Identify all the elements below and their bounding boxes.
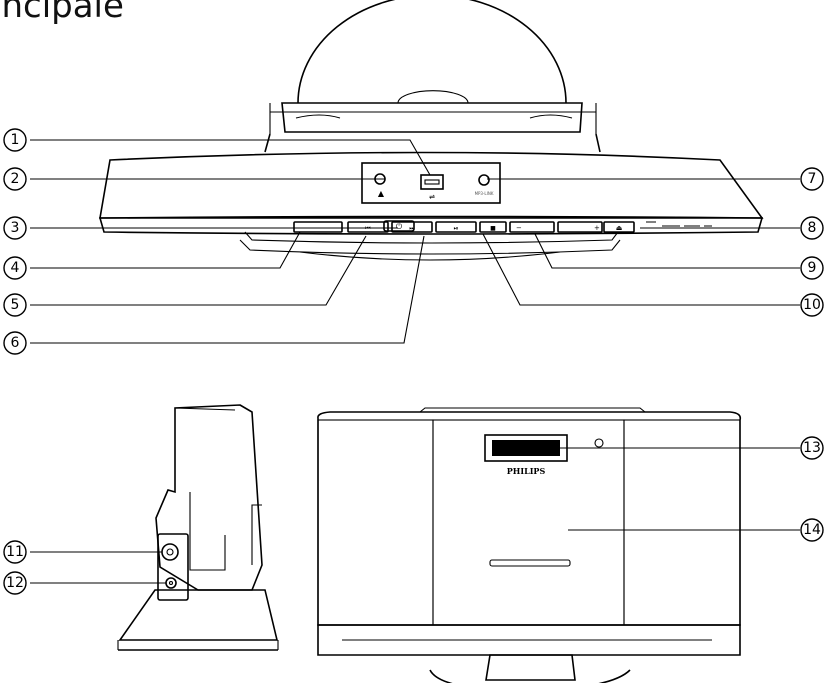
svg-text:3: 3 <box>11 220 20 236</box>
volume-up-button <box>557 221 603 233</box>
left-speaker <box>317 419 434 626</box>
svg-text:10: 10 <box>803 297 821 313</box>
callout-9: 9 <box>800 256 824 280</box>
side-view <box>117 404 279 651</box>
callout-lines <box>30 139 800 584</box>
plus-icon: + <box>594 224 600 232</box>
next-icon: ⏭ <box>409 225 415 232</box>
svg-text:7: 7 <box>808 171 817 187</box>
brand-logo: PHILIPS <box>507 466 546 476</box>
svg-text:12: 12 <box>6 575 24 591</box>
volume-down-button <box>509 221 555 233</box>
svg-text:6: 6 <box>11 335 20 351</box>
svg-text:4: 4 <box>11 260 20 276</box>
callout-2: 2 <box>3 167 27 191</box>
ir-sensor <box>594 438 604 448</box>
usb-panel <box>361 162 501 204</box>
callout-8: 8 <box>800 216 824 240</box>
side-jack-panel <box>157 533 189 601</box>
eject-button <box>603 221 635 233</box>
eject-icon: ⏏ <box>616 224 623 232</box>
callout-13: 13 <box>800 436 824 460</box>
svg-text:13: 13 <box>803 440 821 456</box>
svg-text:5: 5 <box>11 297 20 313</box>
callout-7: 7 <box>800 167 824 191</box>
cd-slot-housing <box>281 102 583 133</box>
cd-disc <box>297 0 567 104</box>
front-stand <box>485 654 576 681</box>
callout-12: 12 <box>3 571 27 595</box>
power-button <box>383 220 415 232</box>
top-view: ⇌ ▲ MP3-LINK ⏻ ⏮ ⏭ ⏯ ■ − + ⏏ <box>98 0 764 261</box>
callout-3: 3 <box>3 216 27 240</box>
side-body <box>155 404 263 591</box>
callout-14: 14 <box>800 518 824 542</box>
callout-5: 5 <box>3 293 27 317</box>
prev-button <box>347 221 389 233</box>
play-pause-icon: ⏯ <box>454 225 459 232</box>
callout-4: 4 <box>3 256 27 280</box>
svg-text:1: 1 <box>11 132 20 148</box>
aux-in-jack <box>161 543 179 561</box>
svg-text:2: 2 <box>11 171 20 187</box>
minus-icon: − <box>516 224 522 232</box>
callout-10: 10 <box>800 293 824 317</box>
side-stand <box>118 589 279 641</box>
page-title: incipale <box>0 0 124 26</box>
play-pause-button <box>435 221 477 233</box>
power-icon: ⏻ <box>396 222 403 231</box>
source-button <box>293 221 343 233</box>
svg-text:14: 14 <box>803 522 821 538</box>
stop-button <box>479 221 507 233</box>
usb-icon: ⇌ <box>429 193 435 201</box>
mp3-link-jack <box>478 174 490 186</box>
front-view: PHILIPS <box>317 407 742 683</box>
svg-text:8: 8 <box>808 220 817 236</box>
cd-slot <box>489 559 571 567</box>
dc-in-jack <box>165 577 177 589</box>
svg-text:11: 11 <box>6 544 24 560</box>
lock-icon: ▲ <box>378 189 385 198</box>
callout-11: 11 <box>3 540 27 564</box>
callout-6: 6 <box>3 331 27 355</box>
next-button <box>391 221 433 233</box>
callout-1: 1 <box>3 128 27 152</box>
cd-hub <box>397 90 469 104</box>
right-speaker <box>623 419 741 626</box>
usb-port <box>420 174 444 190</box>
svg-text:MP3-LINK: MP3-LINK <box>475 191 494 196</box>
stop-icon: ■ <box>490 225 496 232</box>
svg-text:9: 9 <box>808 260 817 276</box>
